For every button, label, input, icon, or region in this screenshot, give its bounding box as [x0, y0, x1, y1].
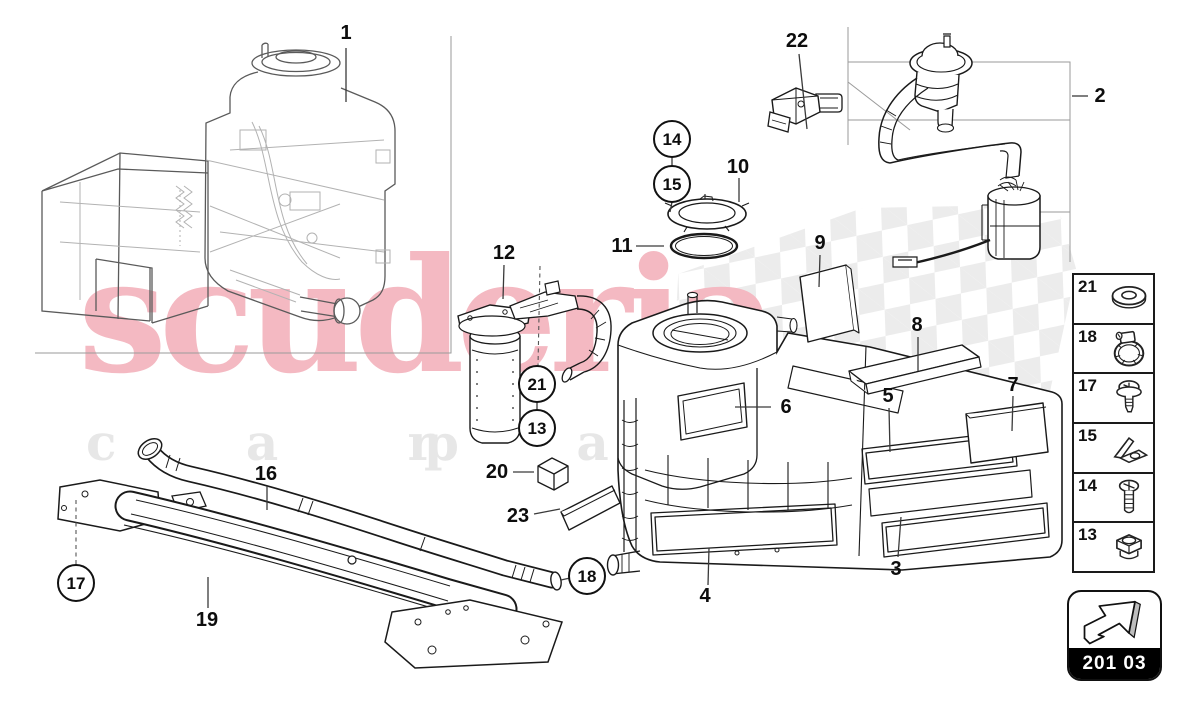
leader-line-23	[533, 508, 561, 515]
legend-number: 21	[1078, 277, 1097, 296]
callout-14: 14	[653, 120, 691, 158]
callout-12: 12	[492, 242, 516, 264]
retaining-clip-icon	[1107, 428, 1151, 468]
anti-squeak-pads-drawing	[537, 264, 1049, 531]
callout-20: 20	[485, 461, 509, 483]
callout-22: 22	[785, 30, 809, 52]
part-1-fuel-tank-drawing	[41, 42, 396, 325]
leader-line-22	[798, 53, 808, 130]
flange-screw-icon	[1107, 378, 1151, 418]
callout-9: 9	[814, 232, 826, 254]
part-16-fuel-pipe-drawing	[137, 438, 562, 591]
callout-11: 11	[611, 235, 633, 257]
legend-number: 18	[1078, 326, 1097, 346]
callout-8: 8	[911, 314, 923, 336]
hex-nut-icon	[1107, 527, 1151, 567]
hose-clamp-icon	[1107, 329, 1151, 369]
section-code-label: 201 03	[1069, 648, 1160, 679]
part-2-fuel-pump-drawing	[878, 33, 1041, 268]
part-19-crossmember-drawing	[57, 479, 563, 669]
legend-row-18: 18	[1074, 325, 1153, 375]
section-code-badge: 201 03	[1067, 590, 1162, 681]
hardware-legend-table: 21 18 17 15 14 13	[1072, 273, 1155, 573]
legend-row-14: 14	[1074, 474, 1153, 524]
legend-row-17: 17	[1074, 374, 1153, 425]
leader-line-3	[897, 516, 902, 558]
legend-row-13: 13	[1074, 523, 1153, 571]
pan-screw-icon	[1107, 478, 1151, 518]
leader-line-21	[537, 265, 541, 367]
leader-line-15	[669, 201, 673, 213]
legend-number: 15	[1078, 426, 1097, 446]
callout-5: 5	[882, 385, 894, 407]
callout-13: 13	[518, 409, 556, 447]
callout-16: 16	[254, 463, 278, 485]
callout-4: 4	[699, 585, 711, 607]
leader-line-4	[707, 547, 710, 586]
leader-line-9	[818, 254, 821, 288]
bracket-line-4	[847, 81, 911, 131]
callout-6: 6	[780, 396, 792, 418]
callout-7: 7	[1007, 374, 1019, 396]
callout-19: 19	[195, 609, 219, 631]
leader-line-12	[502, 264, 505, 300]
callout-23: 23	[506, 505, 530, 527]
callout-15: 15	[653, 165, 691, 203]
part-12-vent-valve-drawing	[457, 280, 612, 444]
part-10-locking-ring-drawing	[664, 194, 750, 233]
legend-row-15: 15	[1074, 424, 1153, 474]
callout-1: 1	[340, 22, 352, 44]
legend-number: 17	[1078, 376, 1097, 396]
callout-3: 3	[890, 558, 902, 580]
legend-number: 14	[1078, 475, 1097, 495]
callout-10: 10	[726, 156, 750, 178]
legend-row-21: 21	[1074, 275, 1153, 325]
washer-icon	[1107, 279, 1151, 319]
direction-arrow-icon	[1069, 592, 1160, 648]
bracket-line-0	[35, 36, 452, 354]
callout-2: 2	[1094, 85, 1106, 107]
legend-number: 13	[1078, 525, 1097, 545]
leader-line-5	[888, 407, 891, 453]
callout-17: 17	[57, 564, 95, 602]
callout-21: 21	[518, 365, 556, 403]
callout-18: 18	[568, 557, 606, 595]
part-22-sensor-drawing	[767, 87, 843, 133]
leader-line-7	[1011, 395, 1014, 432]
part-11-o-ring-drawing	[669, 232, 739, 260]
